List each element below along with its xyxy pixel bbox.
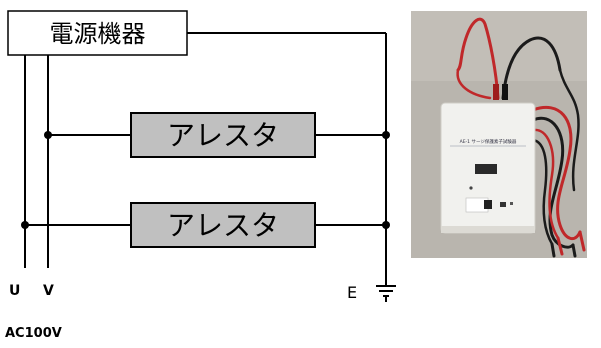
circuit-diagram (7, 10, 396, 302)
arrester-label-lower: アレスタ (167, 209, 279, 242)
junction-dot (382, 131, 390, 139)
terminal-e-label: E (347, 283, 358, 302)
junction-dot (382, 221, 390, 229)
arrester-label-upper: アレスタ (167, 119, 279, 152)
ground-icon (376, 285, 396, 302)
junction-dot (21, 221, 29, 229)
arrester-box-upper (130, 112, 316, 158)
terminal-v-label: V (43, 283, 54, 299)
arrester-box-lower (130, 202, 316, 248)
junction-dot (44, 131, 52, 139)
power-source-label: 電源機器 (50, 20, 146, 48)
device-label: AE-1 サージ保護素子試験器 (460, 138, 517, 145)
terminal-u-label: U (9, 283, 21, 299)
device-photo: AE-1 サージ保護素子試験器 (411, 11, 587, 258)
power-source-box (7, 10, 188, 56)
supply-voltage-label: AC100V (5, 326, 62, 341)
